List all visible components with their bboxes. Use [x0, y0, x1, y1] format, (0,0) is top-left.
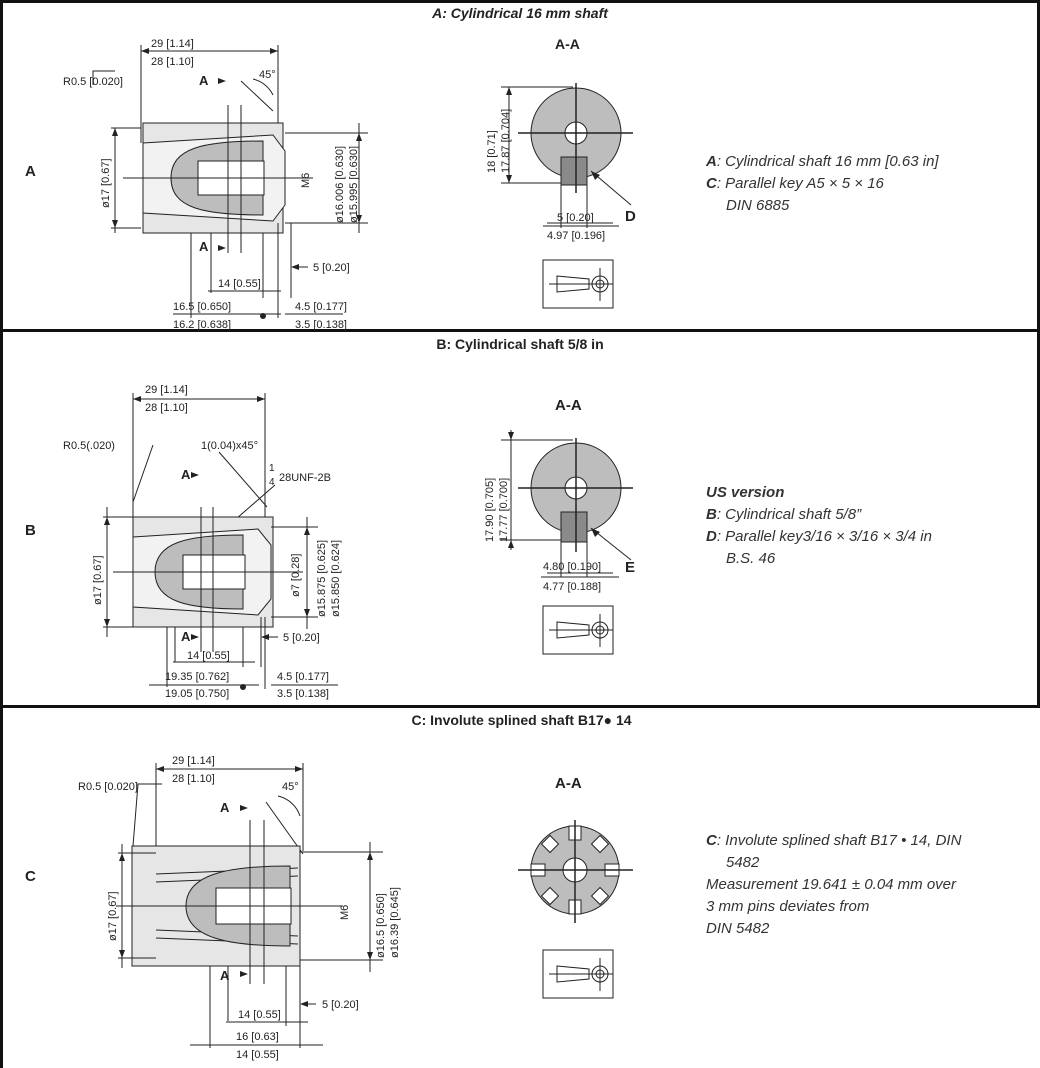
dim-text: ø7 [0.28]	[290, 554, 302, 597]
dim-text: 4.77 [0.188]	[543, 581, 601, 593]
dim-text: 4.97 [0.196]	[547, 230, 605, 242]
section-mark: A	[220, 968, 230, 983]
note-line: 3 mm pins deviates from	[706, 898, 870, 915]
dim-text: R0.5(.020)	[63, 440, 115, 452]
row-letter: B	[25, 522, 36, 539]
section-b: B: Cylindrical shaft 5/8 in B	[0, 332, 1040, 708]
section-mark: A	[181, 629, 191, 644]
dim-text: 4.5 [0.177]	[295, 301, 347, 313]
section-title: C: Involute splined shaft B17● 14	[411, 712, 632, 728]
dim-text: 3.5 [0.138]	[277, 688, 329, 700]
section-label: A-A	[555, 36, 580, 52]
dim-text: 14 [0.55]	[238, 1009, 281, 1021]
dim-text: 5 [0.20]	[283, 632, 320, 644]
section-view-drawing: A-A	[518, 775, 633, 999]
section-mark: A	[199, 239, 209, 254]
side-view-drawing: 29 [1.14] 28 [1.10] R0.5(.020) 1(0.04)x4…	[63, 384, 342, 700]
dim-text: R0.5 [0.020]	[63, 76, 123, 88]
section-a: A: Cylindrical 16 mm shaft A	[0, 0, 1040, 332]
note-line: A: Cylindrical shaft 16 mm [0.63 in]	[706, 153, 939, 170]
dim-text: 5 [0.20]	[322, 999, 359, 1011]
thread-fraction-den: 4	[269, 477, 275, 488]
dim-text: 28 [1.10]	[172, 773, 215, 785]
notes: A: Cylindrical shaft 16 mm [0.63 in] C: …	[706, 151, 939, 217]
dim-text: 14 [0.55]	[187, 650, 230, 662]
notes-heading: US version	[706, 484, 785, 501]
row-letter: C	[25, 868, 36, 885]
dim-text: ø17 [0.67]	[107, 891, 119, 941]
section-c: C: Involute splined shaft B17● 14 C	[0, 708, 1040, 1068]
dim-text: ø16.5 [0.650]	[375, 893, 387, 958]
section-label: A-A	[555, 775, 582, 792]
note-line: C: Involute splined shaft B17 • 14, DIN	[706, 832, 962, 849]
section-mark: A	[220, 800, 230, 815]
dim-text: ø15.995 [0.630]	[348, 146, 360, 223]
dim-text: ø16.006 [0.630]	[334, 146, 346, 223]
dim-text: 29 [1.14]	[151, 38, 194, 50]
dim-text: 17.77 [0.700]	[498, 478, 510, 542]
dim-text: 1(0.04)x45°	[201, 440, 258, 452]
section-label: A-A	[555, 397, 582, 414]
note-line: DIN 5482	[706, 920, 770, 937]
dim-text: ø15.850 [0.624]	[330, 540, 342, 617]
dim-text: 45°	[282, 781, 299, 793]
dim-text: 17.90 [0.705]	[484, 478, 496, 542]
dim-text: 5 [0.20]	[313, 262, 350, 274]
side-view-drawing: 29 [1.14] 28 [1.10] R0.5 [0.020] 45° A A…	[63, 38, 368, 331]
dim-text: 18 [0.71]	[486, 130, 498, 173]
dim-text: 4.5 [0.177]	[277, 671, 329, 683]
dim-text: 28 [1.10]	[151, 56, 194, 68]
section-view-drawing: A-A 18 [0.71] 17.87 [0.704] 5 [0.20] 4.9…	[486, 36, 636, 309]
dim-text: 28UNF-2B	[279, 472, 331, 484]
dim-text: 16.2 [0.638]	[173, 319, 231, 331]
note-line: C: Parallel key A5 × 5 × 16	[706, 175, 884, 192]
dim-text: 16.5 [0.650]	[173, 301, 231, 313]
section-mark: A	[199, 73, 209, 88]
note-line: Measurement 19.641 ± 0.04 mm over	[706, 876, 957, 893]
note-line: D: Parallel key3/16 × 3/16 × 3/4 in	[706, 528, 932, 545]
dim-text: 16 [0.63]	[236, 1031, 279, 1043]
row-letter: A	[25, 163, 36, 180]
note-line: DIN 6885	[726, 197, 790, 214]
dim-text: 14 [0.55]	[236, 1049, 279, 1061]
dim-text: R0.5 [0.020]	[78, 781, 138, 793]
dim-text: 19.35 [0.762]	[165, 671, 229, 683]
dim-text: ø15.875 [0.625]	[316, 540, 328, 617]
key-letter: E	[625, 559, 635, 576]
section-title: A: Cylindrical 16 mm shaft	[432, 5, 608, 21]
section-view-drawing: A-A 17.90 [0.705] 17.77 [0.700] 4.80 [0.…	[484, 397, 635, 655]
dim-text: 19.05 [0.750]	[165, 688, 229, 700]
note-line: 5482	[726, 854, 760, 871]
side-view-drawing: 29 [1.14] 28 [1.10] R0.5 [0.020] 45° A A…	[78, 755, 401, 1061]
section-mark: A	[181, 467, 191, 482]
dim-text: ø17 [0.67]	[92, 555, 104, 605]
thread-fraction-num: 1	[269, 463, 275, 474]
dim-text: 45°	[259, 69, 276, 81]
dim-text: 29 [1.14]	[172, 755, 215, 767]
dim-text: 14 [0.55]	[218, 278, 261, 290]
dim-text: 29 [1.14]	[145, 384, 188, 396]
notes: US version B: Cylindrical shaft 5/8” D: …	[706, 482, 932, 570]
dim-text: M6	[300, 173, 312, 188]
dim-text: ø17 [0.67]	[100, 158, 112, 208]
key-letter: D	[625, 208, 636, 225]
notes: C: Involute splined shaft B17 • 14, DIN …	[706, 830, 961, 940]
dim-text: M6	[339, 905, 351, 920]
dim-text: 28 [1.10]	[145, 402, 188, 414]
note-line: B.S. 46	[726, 550, 776, 567]
dim-text: ø16.39 [0.645]	[389, 887, 401, 958]
dim-text: 3.5 [0.138]	[295, 319, 347, 331]
note-line: B: Cylindrical shaft 5/8”	[706, 506, 862, 523]
dim-text: 17.87 [0.704]	[500, 109, 512, 173]
dim-text: 4.80 [0.190]	[543, 561, 601, 573]
dim-text: 5 [0.20]	[557, 212, 594, 224]
section-title: B: Cylindrical shaft 5/8 in	[436, 336, 604, 352]
